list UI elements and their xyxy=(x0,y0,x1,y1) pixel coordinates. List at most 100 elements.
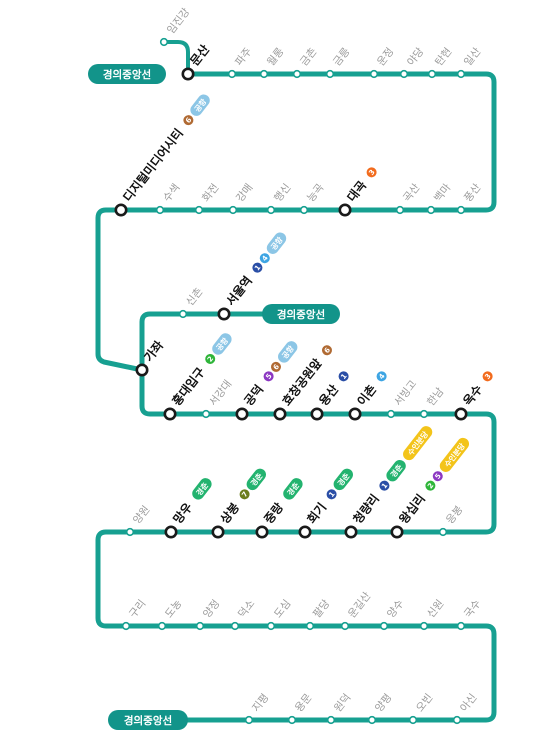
station-marker[interactable] xyxy=(386,409,396,419)
station-label: 지평 xyxy=(250,692,271,715)
station-marker[interactable] xyxy=(419,621,429,631)
station-marker[interactable] xyxy=(367,715,377,725)
transfer-badge: 공항 xyxy=(266,232,287,254)
transfer-station-marker[interactable] xyxy=(114,203,128,217)
station-marker[interactable] xyxy=(438,527,448,537)
station-marker[interactable] xyxy=(159,37,169,47)
line-name-pill[interactable]: 경의중앙선 xyxy=(88,64,166,84)
station-marker[interactable] xyxy=(266,205,276,215)
transfer-badge-pill xyxy=(333,468,353,491)
station-marker[interactable] xyxy=(326,715,336,725)
station-marker[interactable] xyxy=(121,621,131,631)
transfer-badge: 3 xyxy=(366,167,377,178)
station-marker[interactable] xyxy=(419,409,429,419)
transfer-station-marker[interactable] xyxy=(211,525,225,539)
station-marker[interactable] xyxy=(230,621,240,631)
station[interactable]: 용산1 xyxy=(310,367,352,421)
transfer-badge-circle xyxy=(425,480,436,491)
station-label-group: 서강대 xyxy=(207,378,234,408)
station-marker[interactable] xyxy=(456,621,466,631)
transfer-badge-circle xyxy=(338,371,349,382)
transfer-station-marker[interactable] xyxy=(390,525,404,539)
station-marker[interactable] xyxy=(194,205,204,215)
station-marker[interactable] xyxy=(325,69,335,79)
transfer-station-marker[interactable] xyxy=(181,67,195,81)
transfer-badge: 4 xyxy=(259,253,270,264)
station-label: 회기 xyxy=(304,500,329,527)
station[interactable]: 운길산 xyxy=(340,589,374,631)
transfer-station-marker[interactable] xyxy=(164,525,178,539)
station-marker[interactable] xyxy=(340,621,350,631)
station-marker[interactable] xyxy=(178,309,188,319)
transfer-badge-label: 수인분당 xyxy=(405,429,430,457)
transfer-station-marker[interactable] xyxy=(135,363,149,377)
station-marker[interactable] xyxy=(369,69,379,79)
station-label: 옥수 xyxy=(460,382,485,409)
station-label-group: 신촌 xyxy=(184,285,206,308)
station-label: 금촌 xyxy=(298,45,320,68)
station-marker[interactable] xyxy=(399,69,409,79)
station-marker[interactable] xyxy=(201,409,211,419)
station-label-group: 탄현 xyxy=(433,46,454,69)
transfer-badge-circle xyxy=(270,361,281,372)
station-marker[interactable] xyxy=(259,69,269,79)
station-marker[interactable] xyxy=(456,205,466,215)
transfer-station-marker[interactable] xyxy=(255,525,269,539)
station-marker[interactable] xyxy=(155,205,165,215)
transfer-station-marker[interactable] xyxy=(298,525,312,539)
transfer-station-marker[interactable] xyxy=(163,407,177,421)
station-marker[interactable] xyxy=(125,527,135,537)
station-marker[interactable] xyxy=(292,69,302,79)
transfer-station-marker[interactable] xyxy=(310,407,324,421)
transfer-station-marker[interactable] xyxy=(338,203,352,217)
station-marker[interactable] xyxy=(426,205,436,215)
transfer-station-marker[interactable] xyxy=(235,407,249,421)
transfer-badge-label: 1 xyxy=(253,263,262,272)
station-marker[interactable] xyxy=(157,621,167,631)
station[interactable]: 임진강 xyxy=(159,5,193,47)
station-label: 홍대입구 xyxy=(169,364,208,408)
station-marker[interactable] xyxy=(266,621,276,631)
station-marker[interactable] xyxy=(287,715,297,725)
transfer-station-marker[interactable] xyxy=(454,407,468,421)
station-marker[interactable] xyxy=(456,69,466,79)
station-label: 오빈 xyxy=(414,692,435,715)
transfer-station-marker[interactable] xyxy=(217,307,231,321)
route-line-imjingang-spur xyxy=(166,40,190,76)
station-marker[interactable] xyxy=(452,715,462,725)
station-marker[interactable] xyxy=(195,621,205,631)
transfer-station-marker[interactable] xyxy=(344,525,358,539)
station[interactable]: 서빙고 xyxy=(386,378,420,419)
station-marker[interactable] xyxy=(228,205,238,215)
station[interactable]: 이촌4 xyxy=(348,367,390,421)
line-pill-bg xyxy=(88,64,166,84)
transfer-station-marker[interactable] xyxy=(348,407,362,421)
transfer-badge-pill xyxy=(283,478,303,500)
station-label: 풍산 xyxy=(462,181,484,204)
station-marker[interactable] xyxy=(427,69,437,79)
transfer-station-marker[interactable] xyxy=(273,407,287,421)
line-name-pill[interactable]: 경의중앙선 xyxy=(108,710,188,730)
station-marker[interactable] xyxy=(299,205,309,215)
line-name-pill[interactable]: 경의중앙선 xyxy=(262,304,340,324)
station-marker[interactable] xyxy=(227,69,237,79)
station-marker[interactable] xyxy=(408,715,418,725)
station-label-group: 옥수3 xyxy=(460,371,493,409)
station-label-group: 문산 xyxy=(187,42,212,69)
station-label: 양평 xyxy=(373,692,394,715)
station[interactable]: 서강대 xyxy=(201,378,235,419)
station-marker[interactable] xyxy=(379,621,389,631)
transfer-badge-pill xyxy=(403,426,433,461)
station-marker[interactable] xyxy=(305,621,315,631)
station-marker[interactable] xyxy=(244,715,254,725)
station-marker[interactable] xyxy=(395,205,405,215)
transfer-badge: 2 xyxy=(205,353,215,364)
station[interactable]: 옥수3 xyxy=(454,367,496,421)
